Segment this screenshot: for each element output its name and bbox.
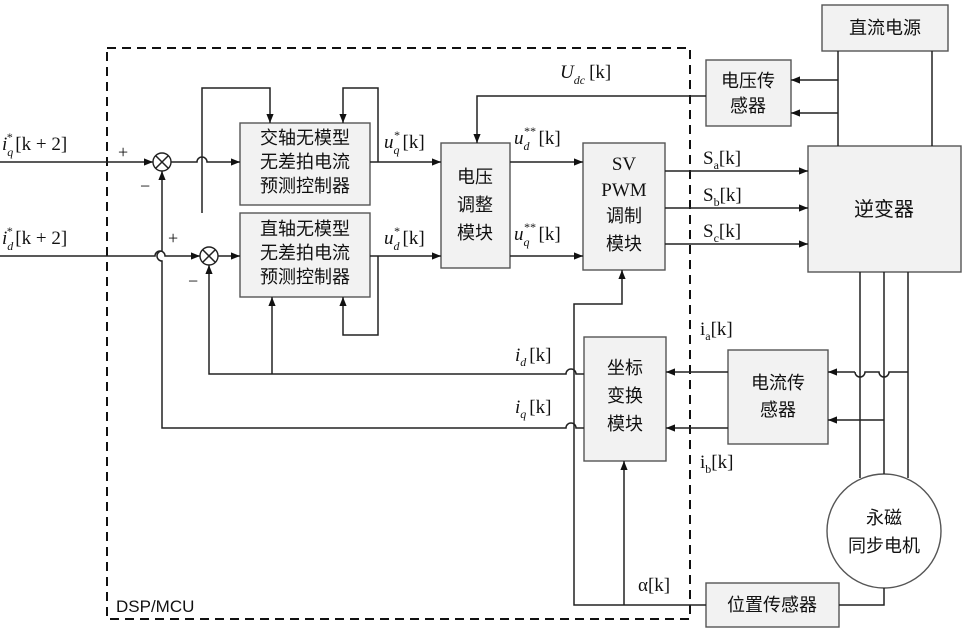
uq-star-label: uq*[k] [384,128,425,157]
current-sensor-label-1: 电流传 [751,373,805,394]
voltage-sensor-label-2: 感器 [730,96,766,117]
iq-feedback-label: iq[k] [515,397,551,421]
ud-2star-label: ud**[k] [514,124,561,153]
coord-transform-line-1: 坐标 [607,358,643,379]
sc-label: Sc[k] [703,221,741,245]
d-controller-line-3: 预测控制器 [260,267,350,288]
alpha-label: α[k] [638,575,670,596]
svpwm-line-4: 模块 [606,234,642,255]
iq-ref-label: iq*[k + 2] [2,130,67,159]
coord-transform-line-3: 模块 [607,414,643,435]
voltage-adjust-line-1: 电压 [457,167,493,188]
q-sum-minus: − [140,176,150,196]
d-sum-plus: + [168,228,178,248]
svpwm-line-3: 调制 [606,206,642,227]
wiring [0,51,933,606]
voltage-adjust-line-2: 调整 [457,195,493,216]
voltage-sensor-label-1: 电压传 [721,71,775,92]
svpwm-block: SV PWM 调制 模块 [582,142,666,271]
q-sum-junction [152,152,172,172]
q-controller-line-1: 交轴无模型 [260,128,350,149]
q-controller-line-2: 无差拍电流 [260,152,350,173]
q-sum-plus: + [118,142,128,162]
sb-label: Sb[k] [703,185,742,209]
svpwm-line-2: PWM [601,180,647,201]
current-sensor-label-2: 感器 [760,400,796,421]
ud-star-label: ud*[k] [384,224,425,253]
ib-label: ib[k] [700,452,733,476]
id-ref-label: id*[k + 2] [2,224,67,253]
motor-label-1: 永磁 [866,508,902,529]
position-sensor-label: 位置传感器 [727,595,817,616]
motor-label-2: 同步电机 [848,536,920,557]
coord-transform-block: 坐标 变换 模块 [583,336,667,462]
dsp-label: DSP/MCU [116,597,194,616]
id-feedback-label: id[k] [515,345,551,369]
voltage-adjust-block: 电压 调整 模块 [440,142,511,269]
voltage-adjust-line-3: 模块 [457,223,493,244]
coord-transform-line-2: 变换 [607,386,643,407]
inverter-block: 逆变器 [807,145,962,273]
position-sensor-block: 位置传感器 [705,582,840,628]
sa-label: Sa[k] [703,148,741,172]
d-controller-line-2: 无差拍电流 [260,243,350,264]
q-controller-line-3: 预测控制器 [260,176,350,197]
d-axis-controller-block: 直轴无模型 无差拍电流 预测控制器 [239,212,371,298]
motor-block: 永磁 同步电机 [826,473,942,589]
dc-source-block: 直流电源 [821,4,949,52]
voltage-sensor-block: 电压传 感器 [705,59,792,127]
q-axis-controller-block: 交轴无模型 无差拍电流 预测控制器 [239,122,371,206]
ia-label: ia[k] [700,319,733,343]
dsp-boundary [106,47,691,620]
udc-label: Udc[k] [560,62,611,87]
current-sensor-block: 电流传 感器 [727,349,829,445]
d-sum-junction [199,246,219,266]
svpwm-line-1: SV [612,154,637,175]
uq-2star-label: uq**[k] [514,220,561,249]
dc-source-label: 直流电源 [849,18,921,39]
d-sum-minus: − [188,271,198,291]
inverter-label: 逆变器 [854,197,914,221]
d-controller-line-1: 直轴无模型 [260,219,350,240]
